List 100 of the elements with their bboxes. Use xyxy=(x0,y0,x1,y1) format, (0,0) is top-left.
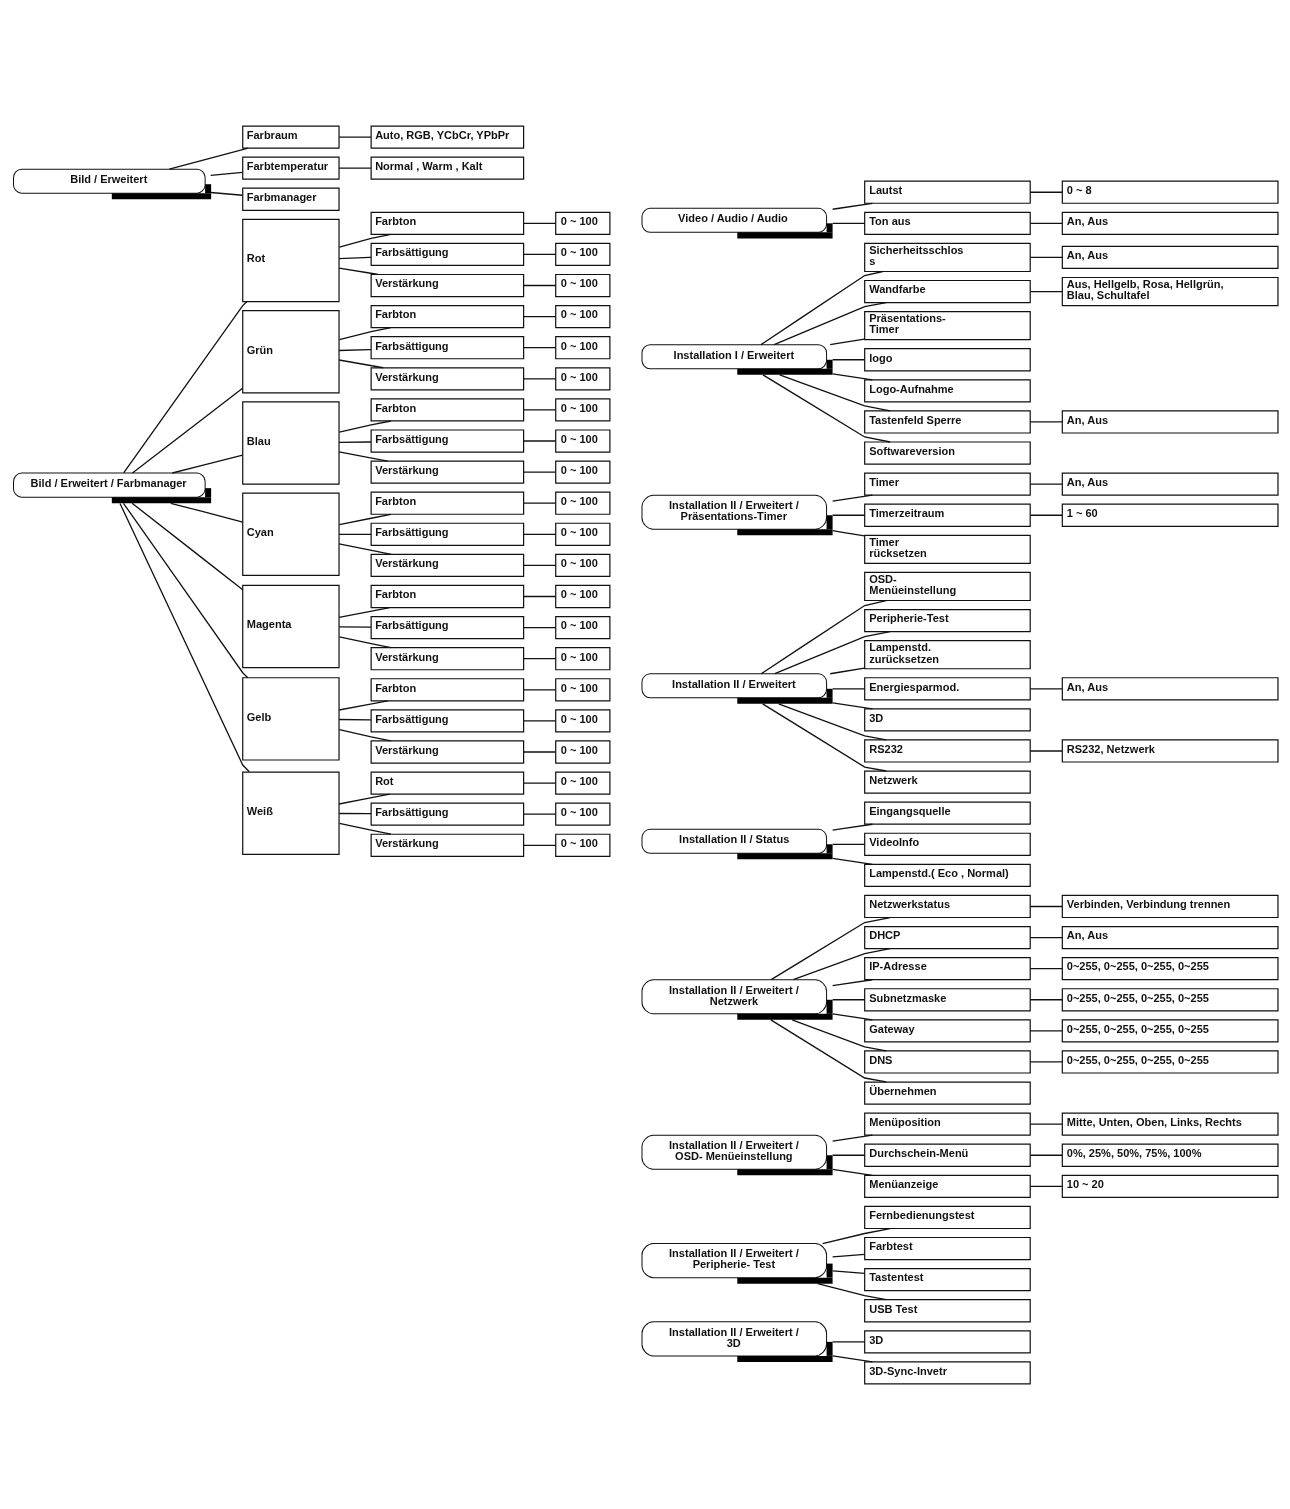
connector xyxy=(831,687,865,689)
connector xyxy=(522,377,556,379)
connector xyxy=(209,171,243,176)
connector xyxy=(337,625,372,628)
node-box: VideoInfo xyxy=(863,832,1031,856)
node-box: Wandfarbe xyxy=(863,279,1031,303)
node-box: Farbtest xyxy=(863,1236,1031,1260)
connector xyxy=(1029,749,1063,752)
connector xyxy=(168,147,249,170)
connector xyxy=(831,358,865,360)
node-box: Verstärkung xyxy=(370,553,524,577)
node-box: Lautst xyxy=(863,180,1031,204)
connector xyxy=(1029,483,1063,485)
node-box: Normal , Warm , Kalt xyxy=(370,156,524,180)
node-box: 10 ~ 20 xyxy=(1061,1174,1279,1198)
node-box: DHCP xyxy=(863,925,1031,949)
node-box: Verstärkung xyxy=(370,739,524,764)
connector xyxy=(337,266,379,275)
connector xyxy=(337,358,384,368)
node-box: 1 ~ 60 xyxy=(1061,503,1279,527)
node-box: Timerzeitraum xyxy=(863,503,1031,527)
node-box: Verstärkung xyxy=(370,833,524,857)
connector xyxy=(769,1018,887,1083)
connector xyxy=(522,253,556,255)
connector xyxy=(169,502,243,523)
connector xyxy=(1029,1185,1063,1187)
node-box: Blau xyxy=(241,400,340,485)
connector xyxy=(1029,191,1063,193)
node-box: 3D-Sync-Invetr xyxy=(863,1360,1031,1385)
node-box: Farbsättigung xyxy=(370,242,524,266)
connector xyxy=(777,702,887,741)
connector xyxy=(831,1012,873,1020)
connector xyxy=(522,408,556,411)
node-box: Magenta xyxy=(241,584,340,668)
node-box: 0 ~ 100 xyxy=(554,397,610,422)
node-box: Farbsättigung xyxy=(370,335,524,359)
connector xyxy=(522,595,556,597)
connector xyxy=(337,606,390,618)
node-box: 0 ~ 100 xyxy=(554,770,610,795)
node-box: Farbtemperatur xyxy=(241,156,340,180)
connector xyxy=(1029,1029,1063,1031)
node-box: Farbton xyxy=(370,584,524,608)
connector xyxy=(337,793,390,805)
node-box: Gateway xyxy=(863,1018,1031,1042)
connector xyxy=(821,1227,891,1244)
node-box: 0~255, 0~255, 0~255, 0~255 xyxy=(1061,987,1279,1011)
connector xyxy=(522,222,556,224)
node-box: Farbsättigung xyxy=(370,428,524,453)
node-box: Energiesparmod. xyxy=(863,676,1031,700)
connector xyxy=(831,1269,865,1274)
connector xyxy=(337,135,372,138)
node-box: 0%, 25%, 50%, 75%, 100% xyxy=(1061,1143,1279,1167)
node-box: Verstärkung xyxy=(370,646,524,670)
node-box: Tastentest xyxy=(863,1267,1031,1291)
connector xyxy=(130,502,243,590)
node-box: Subnetzmaske xyxy=(863,987,1031,1011)
connector xyxy=(831,222,865,224)
connector xyxy=(118,502,250,772)
node-box: Rot xyxy=(241,218,340,302)
node-box: An, Aus xyxy=(1061,409,1279,434)
node-box: Eingangsquelle xyxy=(863,801,1031,825)
connector xyxy=(522,844,556,846)
node-box: Sicherheitsschlos s xyxy=(863,242,1031,272)
node-box: Farbsättigung xyxy=(370,615,524,639)
node-box: Tastenfeld Sperre xyxy=(863,409,1031,434)
node-box: Timer rücksetzen xyxy=(863,534,1031,564)
connector xyxy=(522,346,556,348)
connector xyxy=(522,688,556,690)
node-box: Weiß xyxy=(241,770,340,855)
node-box: 0 ~ 8 xyxy=(1061,180,1279,204)
node-box: IP-Adresse xyxy=(863,956,1031,980)
node-box: 0 ~ 100 xyxy=(554,553,610,577)
connector xyxy=(337,348,372,351)
node-box: Farbmanager xyxy=(241,187,340,211)
connector xyxy=(338,513,392,525)
connector xyxy=(522,657,556,659)
connector xyxy=(338,635,392,648)
connector xyxy=(1029,1123,1063,1125)
node-box: Aus, Hellgelb, Rosa, Hellgrün, Blau, Schultafel xyxy=(1061,276,1279,306)
connector xyxy=(831,998,865,1000)
node-box: Netzwerkstatus xyxy=(863,894,1031,918)
node-box: RS232, Netzwerk xyxy=(1061,738,1279,763)
node-box: Verbinden, Verbindung trennen xyxy=(1061,894,1279,918)
connector xyxy=(759,270,883,345)
node-box: 0 ~ 100 xyxy=(554,242,610,266)
connector xyxy=(338,728,392,742)
node-box: 0 ~ 100 xyxy=(554,211,610,235)
connector xyxy=(522,502,556,504)
connector xyxy=(337,812,372,814)
node-box: Timer xyxy=(863,472,1031,496)
node-box: 0 ~ 100 xyxy=(554,802,610,826)
connector xyxy=(773,301,887,345)
connector xyxy=(522,719,556,722)
node-box: Übernehmen xyxy=(863,1080,1031,1105)
node-box: Auto, RGB, YCbCr, YPbPr xyxy=(370,124,524,149)
node-box: 0 ~ 100 xyxy=(554,304,610,328)
node-box: 0 ~ 100 xyxy=(554,491,610,515)
connector xyxy=(337,542,392,555)
connector xyxy=(122,502,248,678)
node-box: An, Aus xyxy=(1061,211,1279,235)
